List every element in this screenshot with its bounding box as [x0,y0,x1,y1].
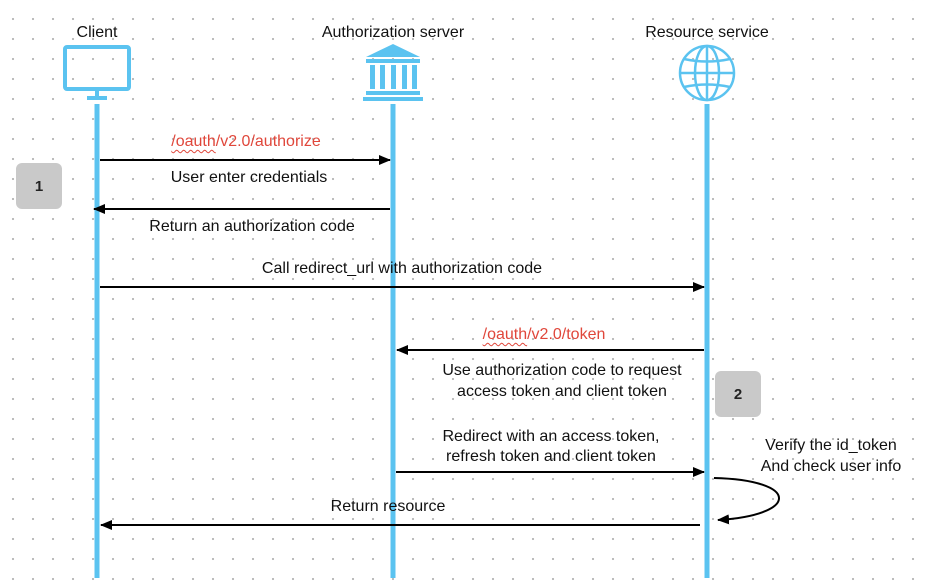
call-redirect-label: Call redirect_url with authorization cod… [261,260,543,277]
participant-resource-label: Resource service [645,24,769,41]
token-path-oauth: /oauth [482,326,528,343]
arrow-verify-self [713,477,780,525]
token-path-rest: /v2.0/token [527,326,606,343]
authorize-endpoint-label: /oauth/v2.0/authorize [171,131,320,152]
enter-credentials-label: User enter credentials [170,169,328,186]
verify-label-line1: Verify the id_token [765,437,897,454]
authorize-path-rest: /v2.0/authorize [215,133,321,150]
redirect-tokens-label-line1: Redirect with an access token, [442,428,660,445]
use-code-label-line1: Use authorization code to request [442,362,682,379]
use-code-label-line2: access token and client token [457,383,667,400]
token-endpoint-label: /oauth/v2.0/token [483,324,606,345]
redirect-tokens-label-line2: refresh token and client token [446,448,656,465]
verify-label-line2: And check user info [760,458,902,475]
participant-auth-label: Authorization server [321,24,465,41]
authorize-path-oauth: /oauth [171,133,216,150]
bank-building-icon [363,44,423,101]
return-code-label: Return an authorization code [149,218,355,235]
step-badge-1: 1 [16,163,62,209]
return-resource-label: Return resource [330,498,446,515]
globe-icon [678,44,736,102]
monitor-icon [63,45,131,100]
step-badge-2: 2 [715,371,761,417]
participant-client-label: Client [76,24,118,41]
